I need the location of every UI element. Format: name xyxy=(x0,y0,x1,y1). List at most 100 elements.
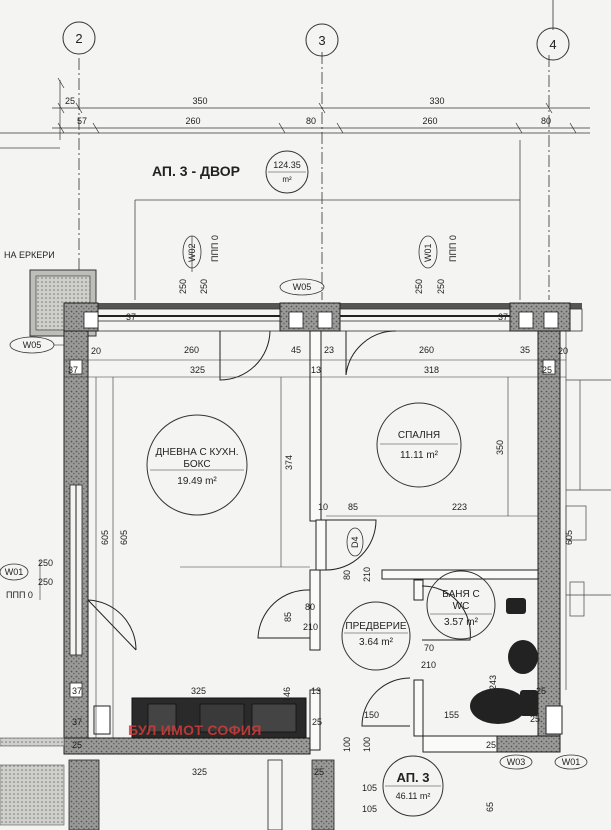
w02-label: W02 xyxy=(187,243,197,262)
dim-85a: 85 xyxy=(348,502,358,512)
dim-top-350: 350 xyxy=(192,96,207,106)
dim-top-260a: 260 xyxy=(185,116,200,126)
room-name-hallway: ПРЕДВЕРИЕ xyxy=(345,621,406,632)
window-tag-w02: W02 ППП 0 xyxy=(182,235,220,272)
w03-label: W03 xyxy=(507,757,526,767)
room-area-living: 19.49 m² xyxy=(177,476,217,487)
bottom-wall xyxy=(0,697,561,830)
dim-250a: 250 xyxy=(178,279,188,294)
w05-left-label: W05 xyxy=(23,340,42,350)
dim-250b: 250 xyxy=(199,279,209,294)
dim-25d: 25 xyxy=(530,714,540,724)
dim-top-330: 330 xyxy=(429,96,444,106)
dim-37c: 37 xyxy=(68,365,78,375)
w01-bottom-label: W01 xyxy=(562,757,581,767)
dim-260b: 260 xyxy=(419,345,434,355)
room-bedroom: СПАЛНЯ 11.11 m² xyxy=(376,402,462,488)
room-area-bedroom: 11.11 m² xyxy=(400,450,439,461)
axis-label-2: 2 xyxy=(75,31,82,46)
dim-23: 23 xyxy=(324,345,334,355)
dim-top-57: 57 xyxy=(77,116,87,126)
dim-260a: 260 xyxy=(184,345,199,355)
plan-area-bubble: 124.35 m² xyxy=(265,150,309,194)
dim-146: 146 xyxy=(282,687,292,702)
inner-dimension-lines xyxy=(39,359,566,738)
w05-top-label: W05 xyxy=(293,282,312,292)
dim-37d: 37 xyxy=(72,686,82,696)
axis-bubble-3: 3 xyxy=(305,23,339,57)
dim-80a: 80 xyxy=(342,570,352,580)
window-tag-w05-left: W05 xyxy=(9,336,64,354)
dim-25g: 25 xyxy=(314,767,324,777)
apartment-area: 46.11 m² xyxy=(396,791,431,801)
terrace-outline xyxy=(0,140,521,300)
dim-top-80a: 80 xyxy=(306,116,316,126)
dim-325b: 325 xyxy=(191,686,206,696)
axis-bubble-2: 2 xyxy=(62,21,96,55)
dim-105b: 105 xyxy=(362,804,377,814)
plan-area-unit: m² xyxy=(282,175,292,184)
dim-325c: 325 xyxy=(192,767,207,777)
room-area-bathroom: 3.57 m² xyxy=(444,617,479,628)
dim-250c: 250 xyxy=(414,279,424,294)
room-name-living-1: ДНЕВНА С КУХН. xyxy=(156,447,239,458)
door-tag-d4: D4 xyxy=(346,527,364,557)
dim-605b: 605 xyxy=(119,530,129,545)
dim-20a: 20 xyxy=(91,346,101,356)
dim-325a: 325 xyxy=(190,365,205,375)
dim-155: 155 xyxy=(444,710,459,720)
apartment-tag: АП. 3 46.11 m² xyxy=(382,755,444,817)
window-tag-w03: W03 xyxy=(499,754,533,770)
w01-left-ppp: ППП 0 xyxy=(6,590,33,600)
dim-210c: 210 xyxy=(421,660,436,670)
dim-350: 350 xyxy=(495,440,505,455)
dim-150: 150 xyxy=(364,710,379,720)
dim-top-25: 25 xyxy=(65,96,75,106)
dim-210a: 210 xyxy=(362,567,372,582)
room-name-living-2: БОКС xyxy=(183,459,210,470)
axis-bubble-4: 4 xyxy=(536,27,570,61)
room-name-bathroom-2: WC xyxy=(453,601,470,612)
dim-25c: 25 xyxy=(312,717,322,727)
dim-605c: 605 xyxy=(564,530,574,545)
dim-70: 70 xyxy=(424,643,434,653)
plan-area-value: 124.35 xyxy=(273,160,301,170)
dim-25a: 25 xyxy=(542,365,552,375)
top-wall xyxy=(63,302,583,332)
watermark-text: БУЛ ИМОТ СОФИЯ xyxy=(128,722,262,738)
left-wall xyxy=(63,330,111,752)
w01-ppp: ППП 0 xyxy=(448,235,458,262)
w01-label: W01 xyxy=(423,243,433,262)
room-living-kitchen: ДНЕВНА С КУХН. БОКС 19.49 m² xyxy=(146,414,248,516)
right-wall xyxy=(537,330,611,752)
plan-title: АП. 3 - ДВОР xyxy=(152,163,240,179)
room-hallway: ПРЕДВЕРИЕ 3.64 m² xyxy=(341,601,411,671)
window-tag-w01-left: W01 250 250 ППП 0 xyxy=(0,558,53,600)
room-bathroom: БАНЯ С WC 3.57 m² xyxy=(426,570,496,640)
axis-label-3: 3 xyxy=(318,33,325,48)
dim-35: 35 xyxy=(520,345,530,355)
dim-250d: 250 xyxy=(436,279,446,294)
dim-243: 243 xyxy=(488,675,498,690)
window-tag-w01-bottom: W01 xyxy=(554,754,588,770)
dim-85b: 85 xyxy=(283,612,293,622)
dim-45: 45 xyxy=(291,345,301,355)
axis-label-4: 4 xyxy=(549,37,556,52)
top-dimension-chains xyxy=(0,77,590,140)
w01-left-dim1: 250 xyxy=(38,558,53,568)
room-name-bathroom-1: БАНЯ С xyxy=(442,589,479,600)
w02-ppp: ППП 0 xyxy=(210,235,220,262)
dim-80b: 80 xyxy=(305,602,315,612)
dim-223: 223 xyxy=(452,502,467,512)
window-tag-w05-top: W05 xyxy=(279,278,325,296)
d4-label: D4 xyxy=(350,536,360,548)
dim-25b: 25 xyxy=(536,686,546,696)
window-tag-w01-top: W01 ППП 0 xyxy=(418,235,458,269)
dim-10: 10 xyxy=(318,502,328,512)
apartment-label: АП. 3 xyxy=(396,770,429,785)
room-area-hallway: 3.64 m² xyxy=(359,637,394,648)
dim-37b: 37 xyxy=(498,312,508,322)
dim-20b: 20 xyxy=(558,346,568,356)
dim-top-260b: 260 xyxy=(422,116,437,126)
